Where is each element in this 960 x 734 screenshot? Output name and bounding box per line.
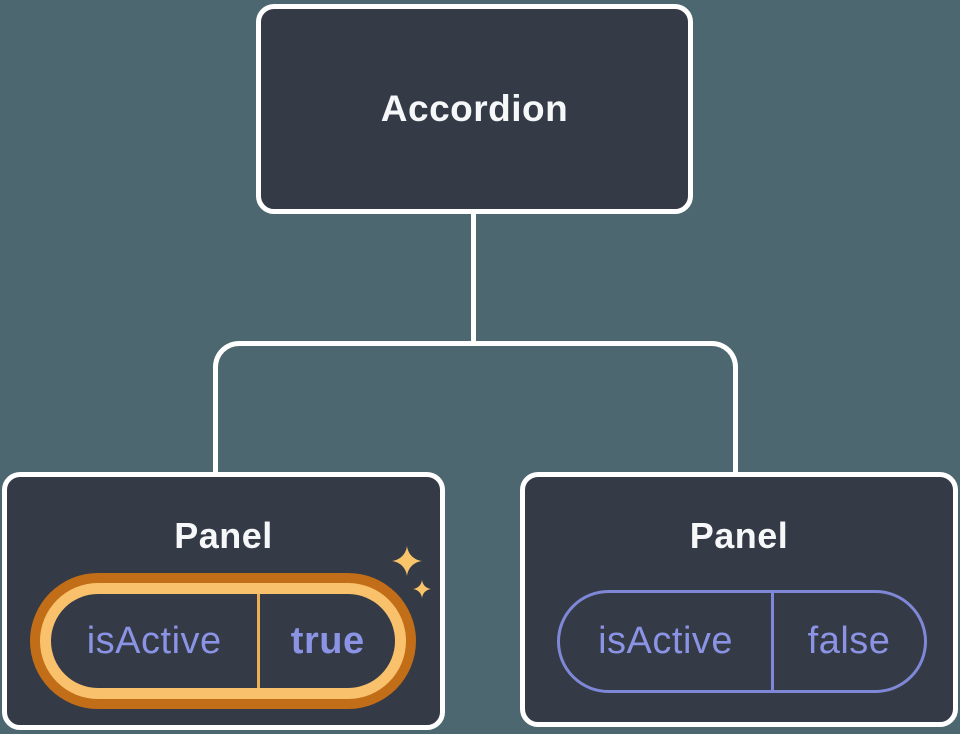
prop-name-active: isActive <box>86 619 222 662</box>
panel-node-inactive-label: Panel <box>689 515 789 556</box>
connector-branch-bracket <box>213 341 738 477</box>
prop-pill-inactive: isActive false <box>557 590 927 693</box>
sparkle-icon <box>413 580 431 598</box>
prop-name-inactive: isActive <box>598 620 734 662</box>
accordion-node-label: Accordion <box>380 88 569 129</box>
panel-node-active: Panel isActive true <box>2 472 445 730</box>
prop-pill-active-highlight-ring: isActive true <box>30 573 416 709</box>
prop-value-active: true <box>290 619 365 662</box>
sparkle-icon <box>392 546 422 576</box>
prop-pill-active: isActive true <box>51 594 395 688</box>
connector-root-stem <box>471 210 476 346</box>
panel-node-active-label: Panel <box>174 515 273 556</box>
prop-value-inactive: false <box>807 620 891 662</box>
prop-pill-divider <box>771 593 775 690</box>
accordion-node: Accordion <box>256 4 693 214</box>
prop-pill-divider <box>257 594 261 688</box>
panel-node-inactive: Panel isActive false <box>520 472 958 727</box>
